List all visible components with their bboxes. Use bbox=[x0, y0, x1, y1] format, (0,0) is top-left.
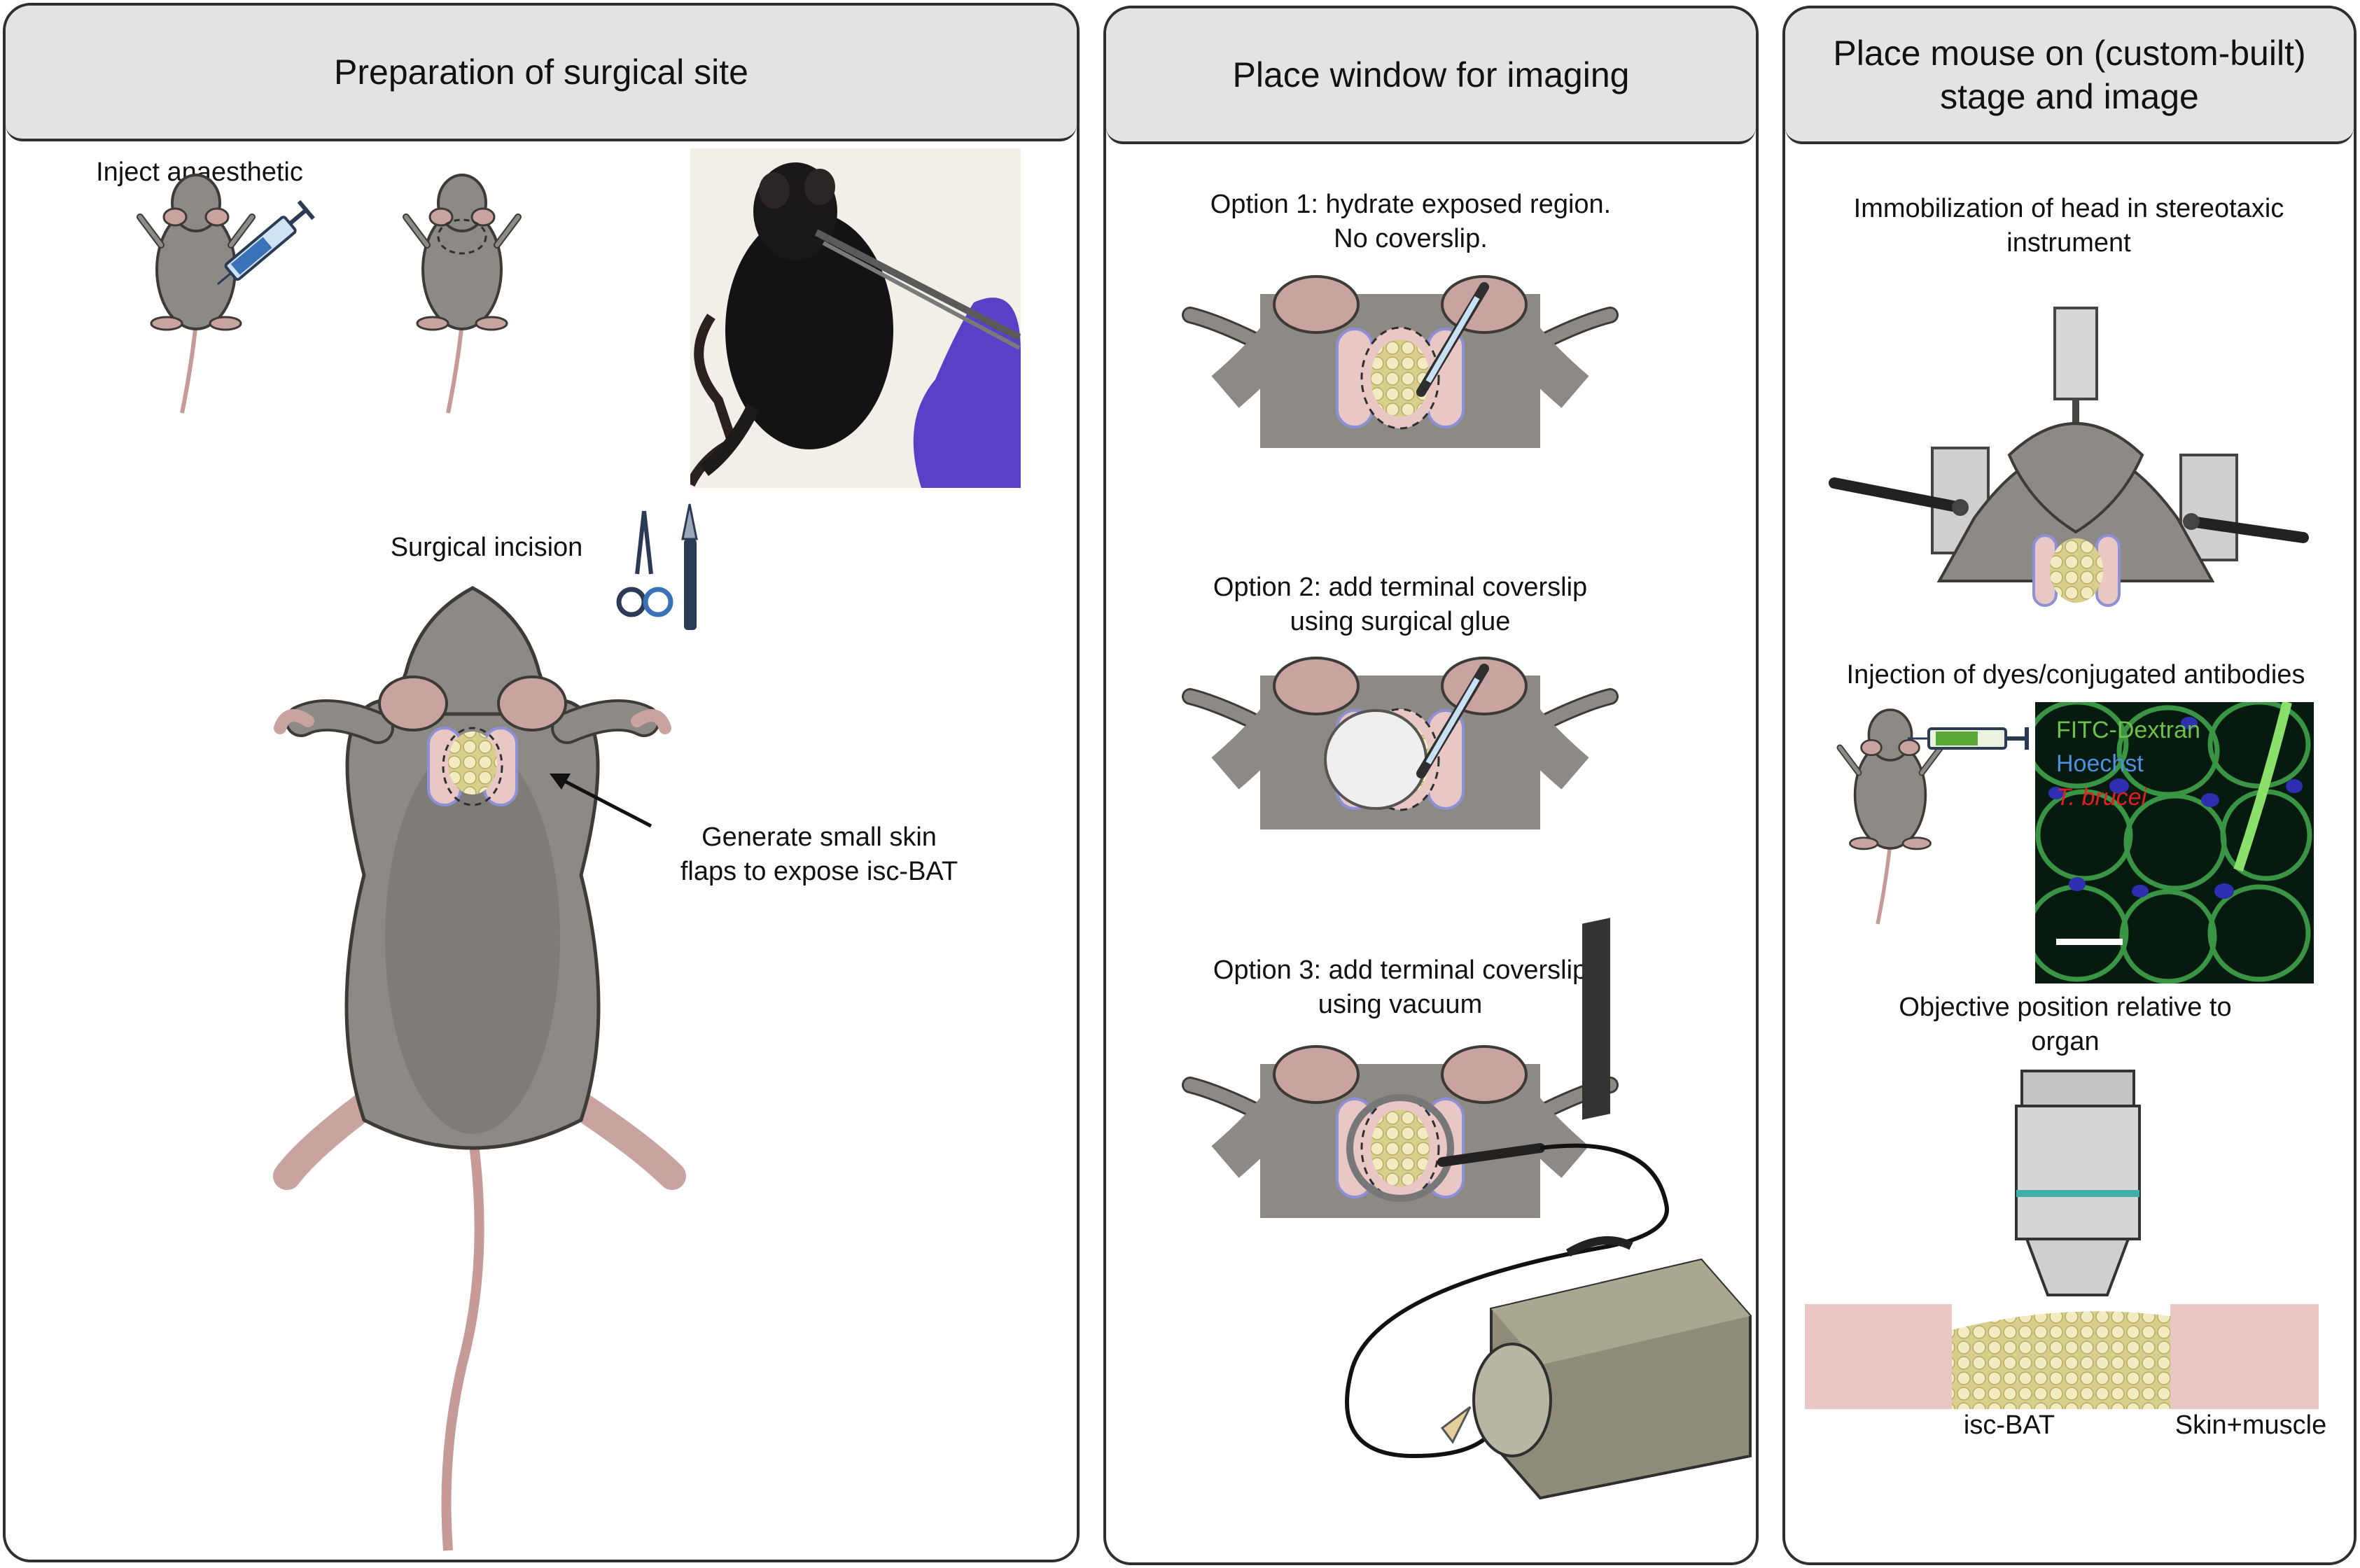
option2-text: Option 2: add terminal coverslip using s… bbox=[1213, 573, 1588, 637]
vacuum-pump-icon bbox=[1345, 918, 1752, 1500]
scale-bar bbox=[2056, 939, 2123, 945]
arrow-icon bbox=[550, 774, 652, 828]
panel-title: Place mouse on (custom-built) stage and … bbox=[1785, 8, 2354, 144]
scissors-icon bbox=[616, 510, 673, 617]
mouse-photo bbox=[690, 148, 1021, 488]
skin-flaps-text: Generate small skin flaps to expose isc-… bbox=[680, 822, 958, 887]
option2-label: Option 2: add terminal coverslip using s… bbox=[1134, 570, 1666, 640]
syringe-icon bbox=[216, 200, 315, 286]
option3-illustration bbox=[1190, 1046, 1610, 1218]
panel-title-text: Preparation of surgical site bbox=[334, 52, 748, 92]
option3-text: Option 3: add terminal coverslip using v… bbox=[1213, 955, 1588, 1020]
immobilization-text: Immobilization of head in stereotaxic in… bbox=[1853, 194, 2284, 258]
micrograph-cells bbox=[2035, 702, 2314, 983]
option3-label: Option 3: add terminal coverslip using v… bbox=[1134, 953, 1666, 1023]
panel-title-text: Place mouse on (custom-built) stage and … bbox=[1833, 33, 2306, 117]
objective-lens-icon bbox=[2015, 1070, 2141, 1296]
mouse-large bbox=[273, 586, 686, 1551]
immobilization-label: Immobilization of head in stereotaxic in… bbox=[1813, 192, 2324, 261]
mouse-injection bbox=[1840, 710, 1941, 924]
legend-fitc-dextran: FITC-Dextran bbox=[2056, 717, 2200, 743]
skin-muscle-label: Skin+muscle bbox=[2174, 1410, 2327, 1440]
panel-title: Preparation of surgical site bbox=[6, 6, 1077, 141]
mouse-shaved bbox=[406, 175, 518, 413]
objective-position-label: Objective position relative to organ bbox=[1848, 990, 2282, 1060]
mouse-inject bbox=[140, 175, 252, 413]
dropper-icon bbox=[1416, 282, 1489, 397]
objective-position-text: Objective position relative to organ bbox=[1899, 993, 2232, 1057]
panel-title: Place window for imaging bbox=[1106, 8, 1756, 144]
injection-dyes-label: Injection of dyes/conjugated antibodies bbox=[1846, 660, 2305, 690]
scalpel-icon bbox=[681, 503, 698, 630]
surgical-incision-label: Surgical incision bbox=[390, 533, 583, 562]
panel-title-text: Place window for imaging bbox=[1232, 55, 1630, 94]
tissue-cross-section bbox=[1805, 1304, 2319, 1409]
micrograph: FITC-Dextran Hoechst T. brucei bbox=[2035, 702, 2314, 983]
option1-label: Option 1: hydrate exposed region. No cov… bbox=[1134, 188, 1687, 257]
skin-flaps-label: Generate small skin flaps to expose isc-… bbox=[637, 820, 1001, 890]
option1-illustration bbox=[1190, 276, 1610, 448]
syringe-icon bbox=[1908, 727, 2029, 750]
isc-bat-label: isc-BAT bbox=[1963, 1410, 2055, 1440]
legend-hoechst: Hoechst bbox=[2056, 750, 2144, 777]
option2-illustration bbox=[1190, 658, 1610, 830]
legend-t-brucei: T. brucei bbox=[2056, 784, 2147, 811]
stereotaxic-instrument bbox=[1829, 307, 2309, 607]
dropper-icon bbox=[1416, 664, 1489, 778]
option1-text: Option 1: hydrate exposed region. No cov… bbox=[1210, 190, 1612, 254]
mouse-photo-drawing bbox=[690, 148, 1021, 488]
